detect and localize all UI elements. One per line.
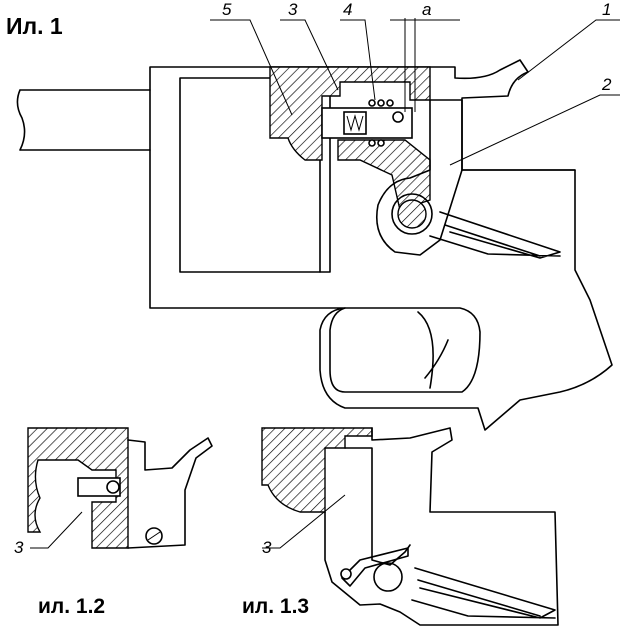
callout-a: a: [422, 0, 431, 19]
detent-ball: [392, 111, 404, 123]
figure-title: Ил. 1: [6, 13, 63, 39]
callout-3: 3: [288, 0, 298, 19]
spring-block: [343, 111, 367, 135]
callout-5: 5: [222, 0, 232, 19]
detail-1-2: 3 ил. 1.2: [14, 427, 213, 618]
detail-1-3-section: [261, 427, 373, 513]
detail-1-2-frame: [127, 437, 213, 549]
mainspring: [429, 211, 561, 259]
callout-2: 2: [601, 75, 612, 94]
ball-2: [377, 99, 385, 107]
spring: [346, 114, 364, 132]
detail-1-3: 3 ил. 1.3: [242, 427, 559, 626]
detail-1-2-leader: [30, 511, 83, 549]
detail-1-3-pawl-pin: [340, 568, 352, 580]
detail-1-2-label: ил. 1.2: [38, 595, 105, 618]
frame-outline: [149, 59, 613, 431]
ball-1: [368, 99, 376, 107]
barrel: [16, 89, 151, 151]
detail-1-3-pivot: [373, 562, 403, 592]
callout-1: 1: [602, 0, 611, 19]
detail-1-3-spring: [411, 567, 556, 619]
main-figure: 5 3 4 a 1 2 Ил. 1: [6, 0, 620, 431]
cylinder-window: [179, 77, 331, 273]
leader-2: [449, 94, 620, 166]
detail-1-3-leader: [262, 494, 346, 549]
leader-5: [210, 19, 293, 116]
detail-1-3-frame: [324, 427, 559, 626]
leader-3: [280, 19, 339, 91]
detail-1-3-pawl: [341, 547, 409, 587]
callout-4: 4: [343, 0, 352, 19]
detail-1-3-callout: 3: [262, 538, 272, 557]
detail-1-3-hammer: [344, 447, 411, 566]
hammer-pivot-ring: [391, 193, 433, 235]
detail-1-2-callout: 3: [14, 538, 24, 557]
ball-5: [377, 139, 385, 147]
leader-1: [517, 19, 620, 81]
hammer-pivot-pin: [397, 199, 427, 229]
trigger: [417, 311, 449, 389]
detail-1-3-label: ил. 1.3: [242, 595, 309, 618]
ball-4: [368, 139, 376, 147]
ball-3: [386, 99, 394, 107]
leader-4: [340, 19, 376, 101]
hammer: [376, 99, 463, 256]
detail-1-2-screw-slot: [147, 531, 161, 541]
frame-section-hatched: [269, 66, 431, 161]
trigger-guard: [329, 307, 481, 393]
detail-1-2-ball: [106, 480, 120, 494]
